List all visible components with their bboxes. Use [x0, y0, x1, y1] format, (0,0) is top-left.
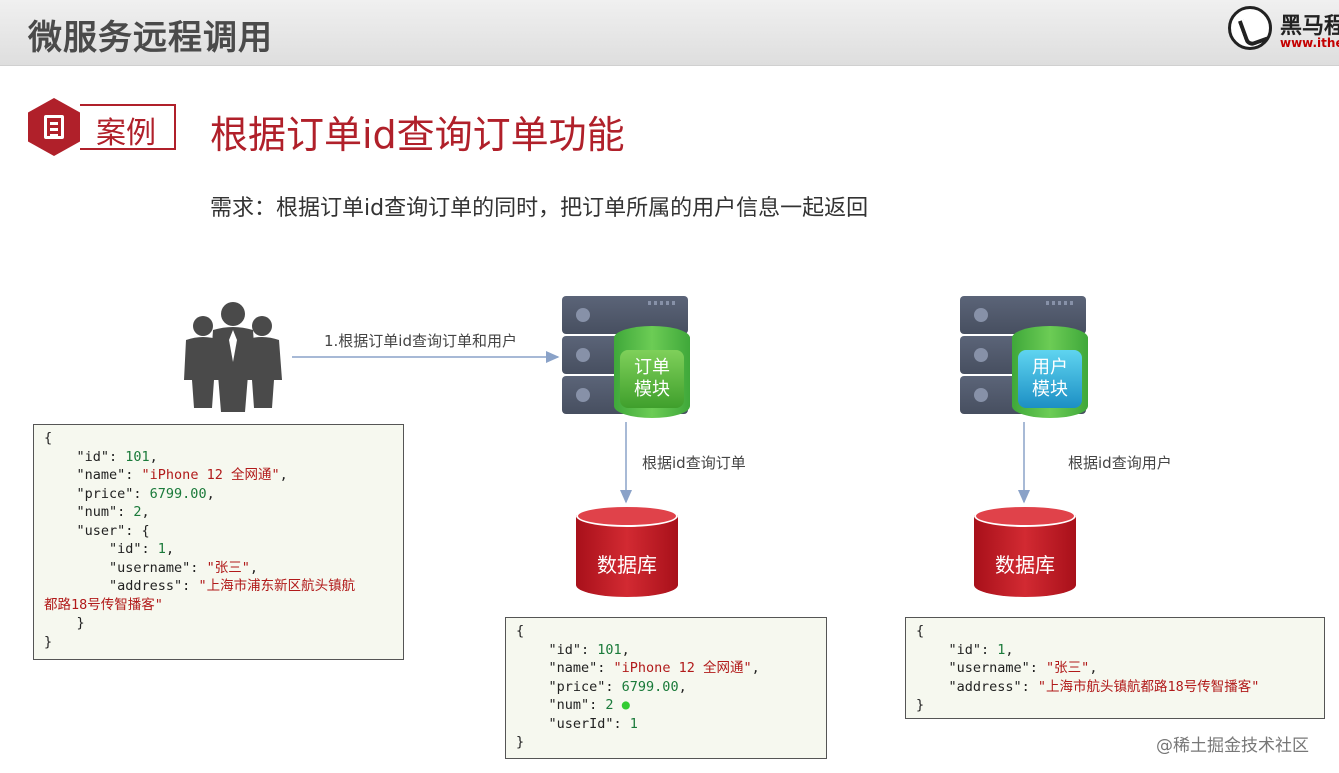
order-module-label: 订单 模块	[620, 350, 684, 408]
watermark: @稀土掘金技术社区	[1156, 736, 1309, 756]
user-service-server-icon: 用户 模块	[960, 296, 1088, 418]
json-line: }	[44, 615, 85, 631]
json-line: "userId": 1	[516, 715, 638, 732]
json-line: }	[516, 734, 525, 750]
case-title: 根据订单id查询订单功能	[210, 113, 625, 157]
json-line: 都路18号传智播客"	[44, 596, 163, 613]
database-label: 数据库	[995, 553, 1055, 577]
user-query-label: 根据id查询用户	[1068, 454, 1172, 472]
json-line: {	[44, 430, 53, 446]
order-database-icon: 数据库	[576, 505, 678, 605]
user-database-icon: 数据库	[974, 505, 1076, 605]
json-line: "num": 2 ●	[516, 697, 630, 713]
json-line: {	[916, 623, 925, 639]
json-line: "name": "iPhone 12 全网通",	[516, 660, 760, 676]
json-line: }	[916, 697, 925, 713]
page-title: 微服务远程调用	[28, 18, 273, 58]
json-line: "num": 2,	[44, 504, 150, 520]
order-query-label: 根据id查询订单	[642, 454, 746, 472]
combined-json-box: { "id": 101, "name": "iPhone 12 全网通", "p…	[33, 424, 404, 660]
people-group-icon	[184, 302, 282, 412]
json-line: "price": 6799.00,	[44, 485, 215, 502]
hexagon-icon	[28, 98, 80, 156]
horse-logo-icon	[1228, 6, 1272, 50]
json-line: "id": 101,	[44, 448, 158, 465]
json-line: "username": "张三",	[44, 559, 258, 576]
case-label: 案例	[96, 116, 156, 151]
json-line: "id": 1,	[44, 541, 175, 557]
order-json-box: { "id": 101, "name": "iPhone 12 全网通", "p…	[505, 617, 827, 759]
order-service-server-icon: 订单 模块	[562, 296, 690, 418]
brand-logo: 黑马程 www.itheim	[1228, 4, 1339, 54]
json-line: "id": 101,	[516, 641, 630, 658]
top-bar: 微服务远程调用 黑马程 www.itheim	[0, 0, 1339, 66]
json-line: {	[516, 623, 525, 639]
requirement-text: 需求：根据订单id查询订单的同时，把订单所属的用户信息一起返回	[210, 196, 869, 221]
request-label: 1.根据订单id查询订单和用户	[324, 332, 518, 350]
json-line: "address": "上海市浦东新区航头镇航	[44, 578, 356, 594]
logo-url: www.itheim	[1280, 36, 1339, 50]
user-json-box: { "id": 1, "username": "张三", "address": …	[905, 617, 1325, 719]
json-line: "name": "iPhone 12 全网通",	[44, 467, 288, 483]
database-label: 数据库	[597, 553, 657, 577]
user-module-label: 用户 模块	[1018, 350, 1082, 408]
document-icon	[44, 115, 64, 139]
json-line: "user": {	[44, 522, 150, 539]
json-line: "id": 1,	[916, 641, 1014, 658]
json-line: "price": 6799.00,	[516, 678, 687, 695]
logo-text: 黑马程	[1280, 14, 1339, 39]
json-line: "address": "上海市航头镇航都路18号传智播客"	[916, 678, 1260, 695]
json-line: "username": "张三",	[916, 660, 1098, 676]
case-label-box: 案例	[80, 104, 176, 151]
json-line: }	[44, 633, 53, 650]
